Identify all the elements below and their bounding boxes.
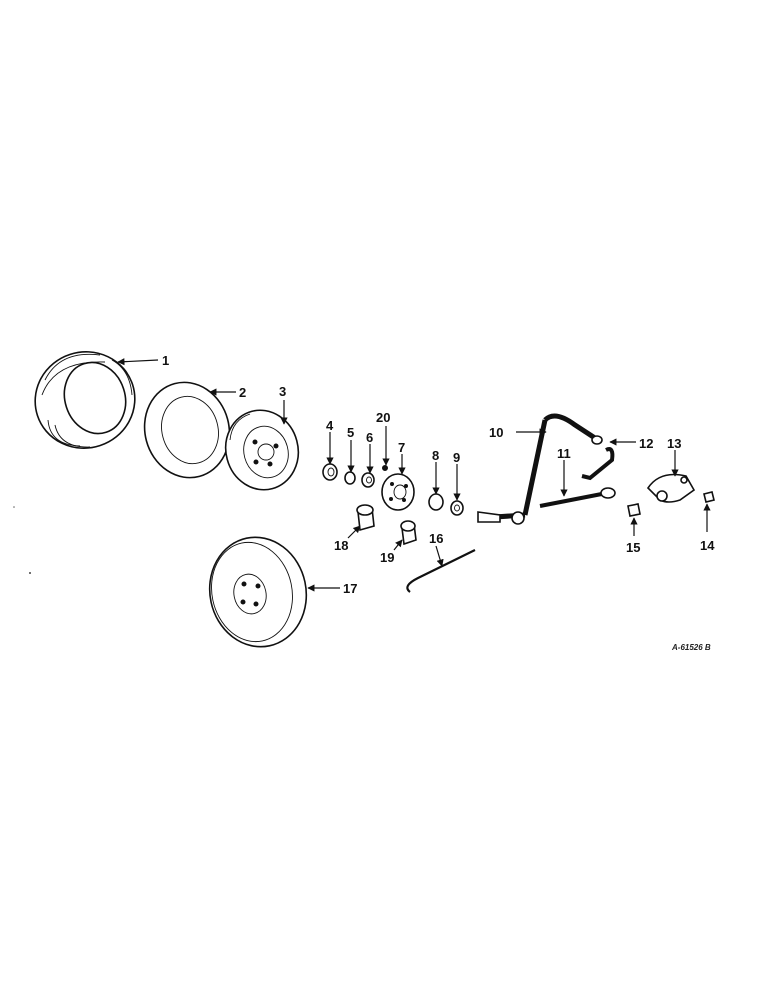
- part-9: [450, 500, 464, 516]
- callout-16: 16: [429, 531, 443, 546]
- callout-14: 14: [700, 538, 715, 553]
- part-1-tire: [34, 351, 136, 449]
- callout-8: 8: [432, 448, 439, 463]
- callout-17: 17: [343, 581, 357, 596]
- leader-lines: [117, 358, 711, 592]
- part-20: [382, 465, 388, 471]
- part-3-wheel-rim: [224, 409, 300, 491]
- callout-20: 20: [376, 410, 390, 425]
- callout-7: 7: [398, 440, 405, 455]
- part-5: [344, 471, 356, 485]
- part-14-nut: [703, 491, 715, 503]
- callout-1: 1: [162, 353, 169, 368]
- callout-18: 18: [334, 538, 348, 553]
- part-15-nut: [627, 503, 641, 517]
- callout-15: 15: [626, 540, 640, 555]
- callout-11: 11: [557, 446, 571, 461]
- part-6: [361, 472, 375, 488]
- part-19-bearing: [400, 520, 417, 546]
- part-4: [322, 463, 338, 481]
- callout-4: 4: [326, 418, 334, 433]
- part-11-bar: [539, 487, 616, 508]
- callout-19: 19: [380, 550, 394, 565]
- speck: [13, 506, 15, 508]
- part-10-axle: [477, 413, 603, 525]
- callout-5: 5: [347, 425, 354, 440]
- part-16-rod: [406, 549, 476, 593]
- figure-id: A-61526 B: [671, 643, 711, 652]
- speck: [29, 572, 31, 574]
- callout-3: 3: [279, 384, 286, 399]
- callout-6: 6: [366, 430, 373, 445]
- part-13-casting: [646, 473, 696, 503]
- part-17-wheel: [208, 536, 308, 648]
- callout-13: 13: [667, 436, 681, 451]
- part-8: [428, 493, 444, 511]
- callout-10: 10: [489, 425, 503, 440]
- callout-12: 12: [639, 436, 653, 451]
- callout-9: 9: [453, 450, 460, 465]
- part-18-bearing: [356, 504, 375, 532]
- part-2-tube: [143, 381, 231, 479]
- callout-2: 2: [239, 385, 246, 400]
- part-7-hub: [381, 473, 415, 511]
- part-12-bracket: [581, 447, 615, 481]
